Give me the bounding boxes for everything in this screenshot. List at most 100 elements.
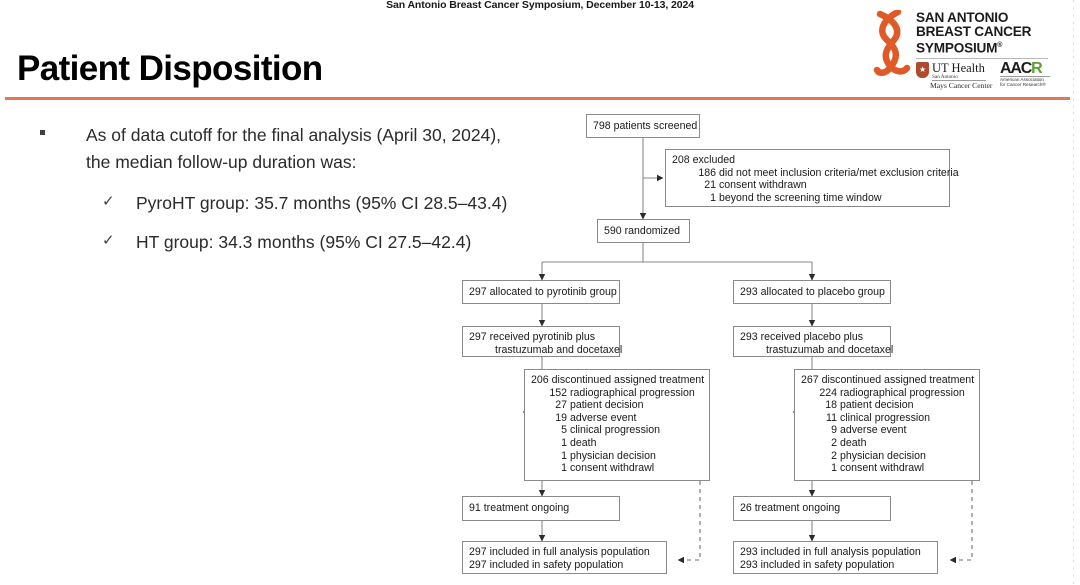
discontinued-reason: 9 adverse event <box>801 424 973 437</box>
discontinued-reason-count: 152 <box>549 386 567 399</box>
flow-box-ongoing-pyrotinib: 91 treatment ongoing <box>462 496 620 521</box>
sub-bullet-pyroht-text: PyroHT group: 35.7 months (95% CI 28.5–4… <box>136 193 508 213</box>
excluded-title: 208 excluded <box>672 154 736 166</box>
discontinued-reason: 19 adverse event <box>531 412 703 425</box>
flow-box-discontinued-placebo: 267 discontinued assigned treatment 224 … <box>794 369 980 481</box>
flow-box-analysis-pyrotinib: 297 included in full analysis population… <box>462 541 667 574</box>
excluded-reason-text: beyond the screening time window <box>718 191 882 204</box>
sabcs-wordmark: SAN ANTONIO BREAST CANCER SYMPOSIUM® <box>916 10 1032 56</box>
aacr-subtitle: American Association for Cancer Research… <box>1000 77 1046 88</box>
discontinued-reason-text: physician decision <box>569 449 656 462</box>
aacr-main-text: AACR <box>1000 60 1043 77</box>
ut-shield-icon: ★ <box>916 62 929 78</box>
ut-health-name: UT Health <box>932 61 985 75</box>
excluded-reason: 186 did not meet inclusion criteria/met … <box>672 166 958 180</box>
discontinued-reason: 1 consent withdrawl <box>801 462 973 475</box>
check-icon: ✓ <box>102 193 115 210</box>
sabcs-line-3: SYMPOSIUM <box>916 40 998 56</box>
discontinued-reason-count: 1 <box>561 436 567 449</box>
flow-box-received-pyrotinib: 297 received pyrotinib plus trastuzumab … <box>462 326 623 357</box>
flow-box-allocated-pyrotinib: 297 allocated to pyrotinib group <box>462 280 620 304</box>
discontinued-reason-count: 2 <box>831 449 837 462</box>
discontinued-reason-text: clinical progression <box>839 411 931 424</box>
conference-banner: San Antonio Breast Cancer Symposium, Dec… <box>386 0 694 11</box>
discontinued-reason-count: 224 <box>819 386 837 399</box>
sabcs-logo-lockup: SAN ANTONIO BREAST CANCER SYMPOSIUM® ★ U… <box>872 8 1050 93</box>
allocated-label: 293 allocated to placebo group <box>740 285 885 298</box>
check-icon: ✓ <box>102 232 115 249</box>
discontinued-reason-count: 11 <box>826 411 837 424</box>
sabcs-line-2: BREAST CANCER <box>916 24 1032 40</box>
discontinued-reason: 5 clinical progression <box>531 424 703 437</box>
discontinued-reason-text: radiographical progression <box>569 386 695 399</box>
discontinued-title: 206 discontinued assigned treatment <box>531 374 705 386</box>
received-line-2: trastuzumab and docetaxel <box>766 343 894 356</box>
discontinued-reason: 2 death <box>801 437 973 450</box>
analysis-line-2: 297 included in safety population <box>469 558 624 571</box>
sub-bullet-ht-text: HT group: 34.3 months (95% CI 27.5–42.4) <box>136 232 472 252</box>
sabcs-line-1: SAN ANTONIO <box>916 10 1009 25</box>
excluded-reason: 21 consent withdrawn <box>672 179 943 192</box>
flow-box-received-placebo: 293 received placebo plus trastuzumab an… <box>733 326 894 357</box>
sub-bullet-ht: ✓ HT group: 34.3 months (95% CI 27.5–42.… <box>40 230 560 254</box>
received-line-1: 297 received pyrotinib plus <box>469 331 596 343</box>
discontinued-reason-text: adverse event <box>569 411 637 424</box>
excluded-reason-text: did not meet inclusion criteria/met excl… <box>718 166 959 179</box>
flow-box-screened: 798 patients screened <box>586 114 700 138</box>
aacr-rule <box>1000 76 1050 77</box>
discontinued-reason-text: adverse event <box>839 424 907 437</box>
excluded-reason-text: consent withdrawn <box>718 179 807 192</box>
discontinued-reason-text: death <box>839 436 867 449</box>
discontinued-reason-count: 2 <box>831 436 837 449</box>
aacr-sub-line-2: for Cancer Research® <box>1000 82 1046 88</box>
flow-box-ongoing-placebo: 26 treatment ongoing <box>733 496 891 521</box>
allocated-label: 297 allocated to pyrotinib group <box>469 285 617 298</box>
registered-mark: ® <box>997 42 1003 50</box>
discontinued-reason: 224 radiographical progression <box>801 387 973 400</box>
discontinued-reason: 1 death <box>531 437 703 450</box>
discontinued-reason-count: 9 <box>831 424 837 437</box>
flow-box-excluded: 208 excluded 186 did not meet inclusion … <box>665 149 959 207</box>
analysis-line-1: 293 included in full analysis population <box>740 546 921 558</box>
discontinued-reason-text: patient decision <box>569 399 644 412</box>
discontinued-reason-text: physician decision <box>839 449 926 462</box>
right-edge-dotted-guide <box>1073 0 1074 585</box>
discontinued-reason: 2 physician decision <box>801 450 973 463</box>
discontinued-reason-count: 1 <box>561 449 567 462</box>
main-bullet-text: As of data cutoff for the final analysis… <box>86 122 560 176</box>
received-line-2: trastuzumab and docetaxel <box>495 343 623 356</box>
sub-bullet-pyroht: ✓ PyroHT group: 35.7 months (95% CI 28.5… <box>40 191 560 215</box>
bullet-list: As of data cutoff for the final analysis… <box>40 122 560 254</box>
main-bullet-line-1: As of data cutoff for the final analysis… <box>86 125 502 145</box>
flow-box-allocated-placebo: 293 allocated to placebo group <box>733 280 891 304</box>
discontinued-title: 267 discontinued assigned treatment <box>801 374 975 386</box>
excluded-reason-count: 1 <box>710 191 716 204</box>
discontinued-reason-count: 18 <box>825 399 837 412</box>
logo-divider <box>916 58 1048 59</box>
flow-box-randomized: 590 randomized <box>597 219 690 243</box>
discontinued-reason: 18 patient decision <box>801 399 973 412</box>
aacr-wordmark: AACR <box>1000 60 1043 78</box>
partner-logos-row: ★ UT Health San Antonio Mays Cancer Cent… <box>916 60 1050 93</box>
excluded-reason-count: 21 <box>704 179 716 192</box>
excluded-reason-count: 186 <box>698 166 716 179</box>
discontinued-reason: 1 physician decision <box>531 450 703 463</box>
aacr-sub-line-1: American Association <box>1000 77 1044 82</box>
discontinued-reason-text: radiographical progression <box>839 386 965 399</box>
discontinued-reason-text: consent withdrawl <box>839 462 925 475</box>
square-bullet-icon <box>40 130 45 135</box>
ut-health-center: Mays Cancer Center <box>930 81 993 90</box>
analysis-line-2: 293 included in safety population <box>740 558 895 571</box>
excluded-reason: 1 beyond the screening time window <box>672 192 943 205</box>
discontinued-reason-count: 1 <box>561 462 567 475</box>
discontinued-reason-count: 1 <box>831 462 837 475</box>
discontinued-reason-text: death <box>569 436 597 449</box>
discontinued-reason-text: consent withdrawl <box>569 462 655 475</box>
sabcs-ribbon-icon <box>873 10 911 76</box>
main-bullet: As of data cutoff for the final analysis… <box>40 122 560 176</box>
discontinued-reason: 27 patient decision <box>531 399 703 412</box>
ongoing-label: 26 treatment ongoing <box>740 502 841 515</box>
discontinued-reason: 152 radiographical progression <box>531 387 703 400</box>
